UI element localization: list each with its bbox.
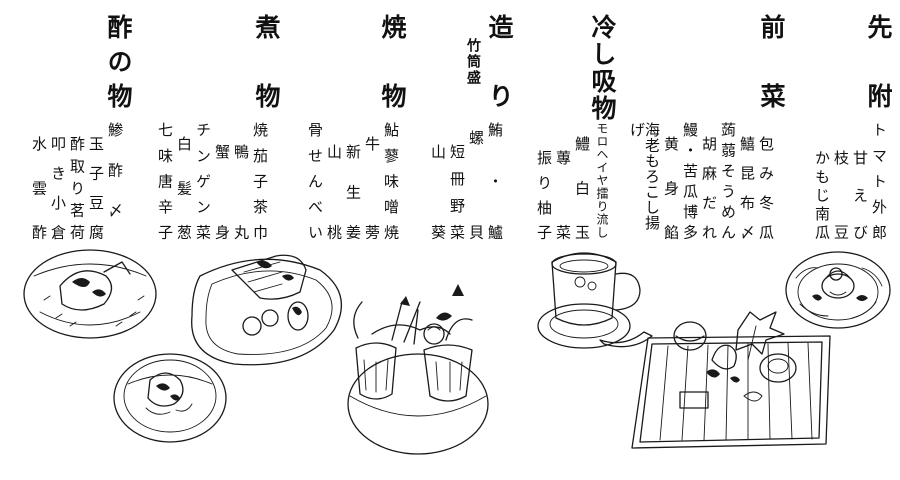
items-tsukuri: 鮪・鱸 螺貝 短冊野菜 山葵 [426,122,504,240]
menu-item: 螺貝 [467,130,485,240]
menu-item: 蒟蒻そうめん [719,122,737,240]
menu-item: 鱧白玉 [573,136,591,240]
menu-item: 鰻・苦瓜博多 [681,122,699,240]
items-sakizuke: トマト外郎 甘えび 枝豆 かもじ南瓜 [810,122,888,240]
menu-item: 山桃 [325,144,343,240]
tomato-uiro-glass-dish-illustration [785,251,891,329]
course-title-tsukuri: 造り [485,14,514,110]
bamboo-tsukuri-bowl-illustration [347,284,489,455]
menu-item: かもじ南瓜 [813,150,831,240]
menu-item: 玉子豆腐 [87,136,105,240]
nimono-bowl-illustration [23,249,157,339]
menu-item: 包み冬瓜 [757,136,775,240]
menu-item: 鯵酢〆 [106,122,124,218]
menu-item: 山葵 [429,144,447,240]
course-title-zensai: 前菜 [757,14,786,110]
items-zensai: 包み冬瓜 鱚昆布〆 蒟蒻そうめん 胡麻だれ 鰻・苦瓜博多 黄身餡 海老もろこし揚… [628,122,775,240]
course-title-sunomono: 酢の物 [104,14,133,110]
menu-item: 鮪・鱸 [486,122,504,240]
menu-item: 白髪葱 [175,136,193,240]
course-title-sakizuke: 先附 [864,14,893,110]
menu-item: 鮎蓼味噌焼 [382,122,400,240]
menu-item: 黄身餡 [662,136,680,240]
menu-item: 蟹身 [213,144,231,240]
course-title-hiyashi: 冷し吸物 [588,14,617,122]
menu-item: 甘えび [851,150,869,240]
menu-item: 骨せんべい [306,122,324,240]
course-title-yakimono: 焼物 [378,14,407,110]
menu-item: 鴨丸 [232,144,250,240]
menu-item: 胡麻だれ [700,136,718,240]
items-sunomono: 鯵酢〆 玉子豆腐 酢取り茗荷 叩き小倉 水雲酢 [27,122,124,240]
items-nimono: 焼茄子茶巾 鴨丸 蟹身 チンゲン菜 白髪葱 七味唐辛子 [153,122,269,240]
menu-item: 鱚昆布〆 [738,136,756,240]
menu-item: 蓴菜 [554,150,572,240]
course-title-nimono: 煮物 [252,14,281,110]
menu-item: トマト外郎 [870,122,888,240]
menu-item: チンゲン菜 [194,122,212,240]
menu-item: 海老もろこし揚げ [628,122,661,231]
yakimono-plate-illustration [191,254,342,366]
menu-item: 枝豆 [832,150,850,240]
menu-item: 酢取り茗荷 [68,136,86,240]
items-hiyashi: モロヘイヤ擂り流し 鱧白玉 蓴菜 振り柚子 [532,122,609,240]
menu-item: 新生姜 [344,144,362,240]
menu-item: 短冊野菜 [448,144,466,240]
items-yakimono: 鮎蓼味噌焼 牛蒡 新生姜 山桃 骨せんべい [303,122,400,240]
menu-item: 牛蒡 [363,136,381,240]
zensai-bamboo-tray-illustration [631,311,831,449]
menu-item: 水雲酢 [30,136,48,240]
soup-cup-and-saucer-illustration [537,252,653,349]
menu-item: モロヘイヤ擂り流し [595,122,609,238]
menu-item: 叩き小倉 [49,136,67,240]
menu-item: 七味唐辛子 [156,122,174,240]
menu-item: 焼茄子茶巾 [251,122,269,240]
sunomono-bowl-illustration [113,353,227,443]
course-note-tsukuri: 竹筒盛 [465,38,481,86]
menu-item: 振り柚子 [535,150,553,240]
